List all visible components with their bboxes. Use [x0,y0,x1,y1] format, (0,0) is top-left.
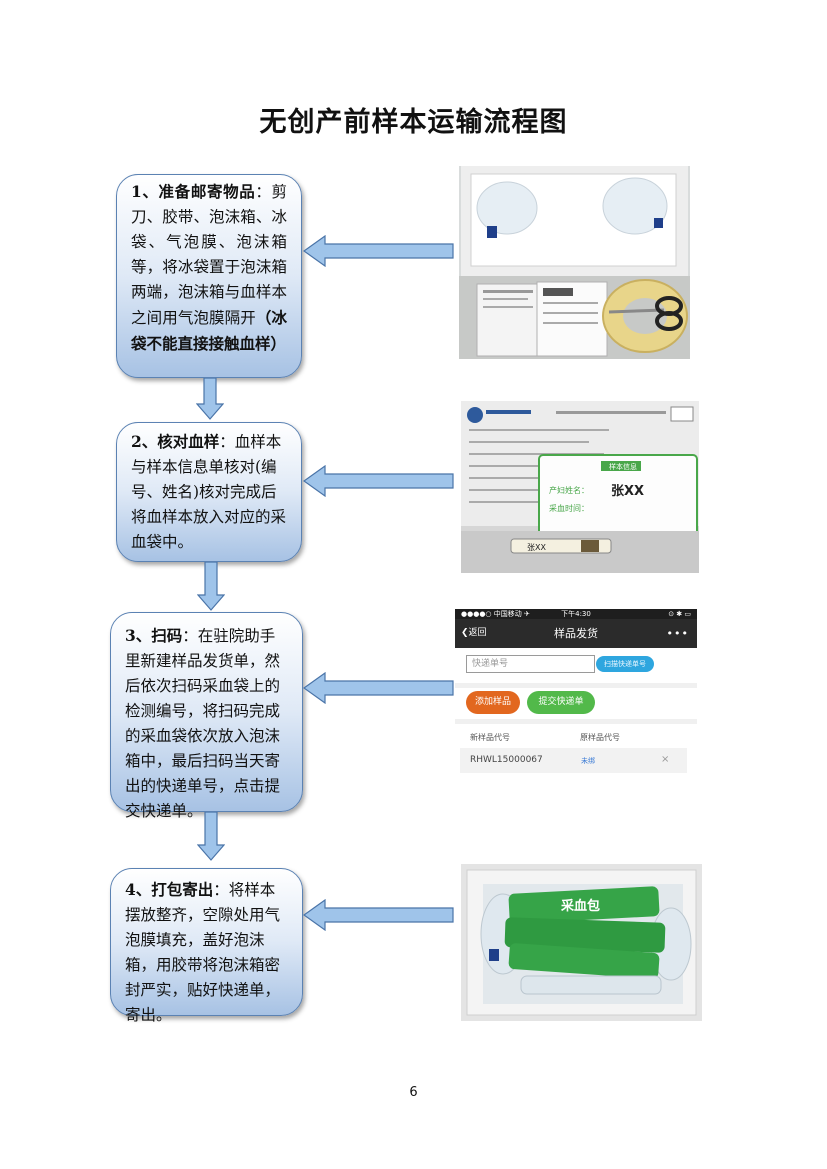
back-button[interactable]: ❮返回 [461,628,487,638]
new-code-cell: RHWL15000067 [470,755,543,765]
screen-title: 样品发货 [554,627,598,640]
left-arrow-icon [303,899,454,931]
remove-icon[interactable]: × [661,754,670,765]
bag-label: 样本信息 [609,462,637,471]
old-code-link[interactable]: 未绑 [581,757,595,765]
bag-text: 采血包 [560,898,600,914]
step-4-text: ：将样本摆放整齐，空隙处用气泡膜填充，盖好泡沫箱，用胶带将泡沫箱密封严实，贴好快… [125,881,281,1024]
step-4-heading: 4、打包寄出 [125,880,214,899]
tube-label: 张XX [527,543,546,552]
step-1-box: 1、准备邮寄物品：剪刀、胶带、泡沫箱、冰袋、气泡膜、泡沫箱等，将冰袋置于泡沫箱两… [116,174,302,378]
down-arrow-icon [196,378,224,420]
column-header-old-code: 原样品代号 [580,733,620,742]
shipment-form: 快递单号 扫描快递单号 添加样品 提交快递单 新样品代号 原样品代号 RHWL1… [455,648,697,812]
step-3-heading: 3、扫码 [125,626,183,645]
battery-icon: ⊙ ✱ ▭ [668,610,691,618]
carrier-label: ●●●●○ 中国移动 ✈ [461,610,530,618]
step-2-text: ：血样本与样本信息单核对(编号、姓名)核对完成后将血样本放入对应的采血袋中。 [131,433,287,551]
blood-sample-photo: 样本信息 产妇姓名： 张XX 采血时间： 张XX [461,401,699,573]
packed-box-photo: 采血包 [461,864,702,1021]
step-3-text: ：在驻院助手里新建样品发货单，然后依次扫码采血袋上的检测编号，将扫码完成的采血袋… [125,627,281,820]
status-time: 下午4:30 [561,610,591,618]
bag-name-value: 张XX [611,484,644,499]
step-2-heading: 2、核对血样 [131,432,220,451]
scan-express-button[interactable]: 扫描快递单号 [596,656,654,672]
column-header-new-code: 新样品代号 [470,733,510,742]
add-sample-button[interactable]: 添加样品 [466,691,520,714]
submit-express-button[interactable]: 提交快递单 [527,691,595,714]
express-number-input[interactable]: 快递单号 [466,655,595,673]
supplies-photo [459,166,690,359]
left-arrow-icon [303,235,454,267]
bag-name-field: 产妇姓名： [549,485,589,495]
left-arrow-icon [303,672,454,704]
nav-bar: ❮返回 样品发货 ••• [455,619,697,648]
phone-screenshot: ●●●●○ 中国移动 ✈ 下午4:30 ⊙ ✱ ▭ ❮返回 样品发货 ••• 快… [455,609,697,812]
step-1-emphasis: （冰袋不能直接接触血样） [131,308,287,353]
status-bar: ●●●●○ 中国移动 ✈ 下午4:30 ⊙ ✱ ▭ [455,609,697,619]
more-icon[interactable]: ••• [666,627,689,640]
step-3-box: 3、扫码：在驻院助手里新建样品发货单，然后依次扫码采血袋上的检测编号，将扫码完成… [110,612,303,820]
step-1-text: ：剪刀、胶带、泡沫箱、冰袋、气泡膜、泡沫箱等，将冰袋置于泡沫箱两端，泡沫箱与血样… [131,183,287,327]
table-row: RHWL15000067 未绑 × [460,748,687,773]
page-title: 无创产前样本运输流程图 [259,107,568,138]
step-1-heading: 1、准备邮寄物品 [131,182,256,201]
down-arrow-icon [197,812,225,861]
divider [455,719,697,724]
bag-time-field: 采血时间： [549,503,589,513]
step-2-box: 2、核对血样：血样本与样本信息单核对(编号、姓名)核对完成后将血样本放入对应的采… [116,422,302,562]
divider [455,683,697,688]
down-arrow-icon [197,562,225,611]
page-number: 6 [409,1085,418,1100]
left-arrow-icon [303,465,454,497]
chevron-left-icon: ❮ [461,628,469,638]
step-4-box: 4、打包寄出：将样本摆放整齐，空隙处用气泡膜填充，盖好泡沫箱，用胶带将泡沫箱密封… [110,868,303,1024]
